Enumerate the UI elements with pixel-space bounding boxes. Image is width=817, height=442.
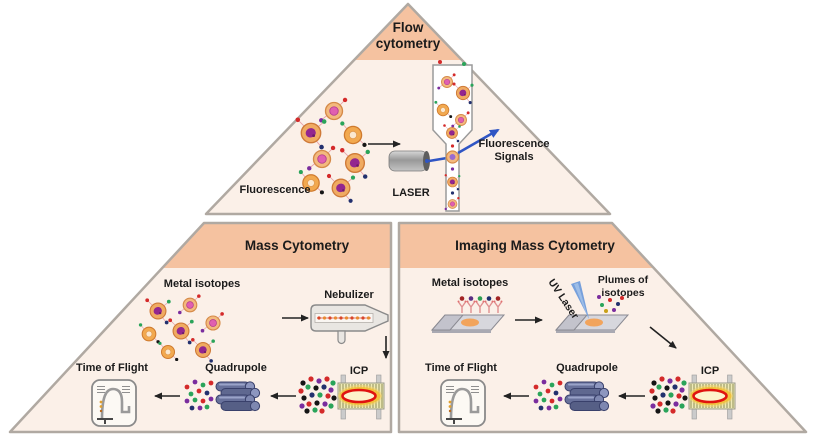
imaging-tof-label: Time of Flight (425, 362, 497, 374)
fluorescence-signals-label: Fluorescence Signals (478, 138, 550, 164)
fluorescence-label: Fluorescence (239, 184, 311, 196)
mass-metal-isotopes-label: Metal isotopes (163, 278, 241, 290)
imaging-metal-isotopes-label: Metal isotopes (431, 277, 509, 289)
laser-label: LASER (392, 187, 430, 199)
nebulizer-label: Nebulizer (324, 289, 374, 301)
uv-laser-beam-icon (571, 281, 589, 319)
nebulizer-icon (310, 304, 389, 345)
imaging-section-title: Imaging Mass Cytometry (455, 238, 615, 253)
laser-beam-icon (428, 156, 448, 163)
imaging-icp-label: ICP (700, 365, 720, 377)
mass-section-title: Mass Cytometry (244, 238, 350, 253)
flow-header-band (354, 4, 462, 60)
flow-section-title: Flow cytometry (375, 20, 441, 52)
mass-icp-label: ICP (349, 365, 369, 377)
imaging-header-band (399, 223, 654, 268)
quadrupole-icon (215, 381, 261, 412)
antibody-icons (456, 296, 504, 314)
time-of-flight-detector-icon (90, 378, 138, 428)
mass-section-panel (8, 221, 393, 434)
arrow-icon (649, 326, 677, 349)
quadrupole-icon (564, 381, 610, 412)
plumes-of-isotopes-label: Plumes of isotopes (597, 274, 649, 299)
flow-cell-icon (432, 60, 474, 212)
flow-section-panel (204, 2, 612, 216)
imaging-quadrupole-label: Quadrupole (556, 362, 618, 374)
mass-quadrupole-label: Quadrupole (205, 362, 267, 374)
imaging-section-panel (397, 221, 808, 434)
time-of-flight-detector-icon (439, 378, 487, 428)
mass-header-band (162, 223, 391, 268)
fluorescence-signal-arrow-icon (457, 128, 500, 155)
laser-icon (388, 150, 430, 172)
isotope-plume-icon (597, 295, 624, 313)
mass-tof-label: Time of Flight (76, 362, 148, 374)
